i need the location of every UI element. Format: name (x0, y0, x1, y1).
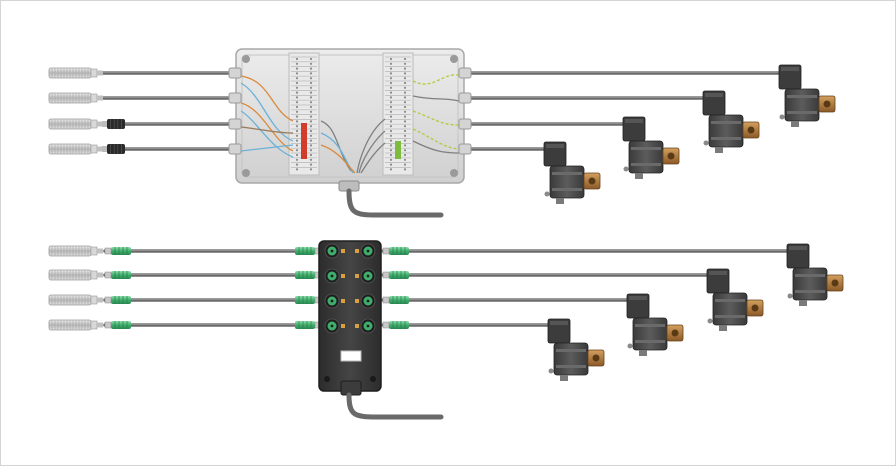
status-led (355, 274, 359, 278)
m12-port (324, 293, 345, 309)
valve-cable (461, 96, 707, 100)
status-led (341, 324, 345, 328)
junction-box (228, 48, 472, 192)
solenoid-valve (702, 90, 760, 153)
m12-connector (104, 247, 131, 255)
proximity-sensor (48, 67, 103, 79)
terminal-marker (301, 123, 307, 159)
cable-gland (458, 92, 472, 104)
label-plate (340, 350, 362, 362)
status-led (341, 249, 345, 253)
cable-gland (458, 67, 472, 79)
terminal-block-left (288, 52, 320, 176)
m12-connector (295, 247, 322, 255)
valve-cable (381, 273, 711, 277)
proximity-sensor (48, 269, 103, 281)
sensor-cable (103, 298, 321, 302)
solenoid-valve (706, 268, 764, 331)
cable-gland (228, 143, 242, 155)
m12-port (355, 318, 376, 334)
screw-icon (242, 55, 250, 63)
m12-port (324, 268, 345, 284)
sensor-cable (101, 122, 241, 126)
cable-gland (228, 67, 242, 79)
m12-port (355, 293, 376, 309)
status-led (355, 299, 359, 303)
proximity-sensor (48, 319, 103, 331)
sensor-cable (101, 147, 241, 151)
bottom-solenoid-valves (547, 243, 844, 381)
solenoid-valve (778, 64, 836, 127)
m12-port (355, 243, 376, 259)
main-cable-top (346, 188, 444, 218)
m12-connector (295, 271, 322, 279)
m12-connector (104, 271, 131, 279)
screw-icon (242, 169, 250, 177)
status-led (355, 249, 359, 253)
sensor-cable (101, 71, 241, 75)
status-led (341, 274, 345, 278)
valve-cable (461, 122, 627, 126)
m12-distribution-box (318, 240, 382, 396)
black-connector (102, 119, 125, 129)
valve-cable (461, 71, 783, 75)
proximity-sensor (48, 245, 103, 257)
m12-connector (295, 321, 322, 329)
m12-port (355, 268, 376, 284)
cable-gland (228, 118, 242, 130)
proximity-sensor (48, 92, 103, 104)
m12-connector (382, 296, 409, 304)
top-sensors (48, 67, 125, 155)
cable-gland (458, 143, 472, 155)
bottom-cables (103, 249, 791, 327)
cable-gland (458, 118, 472, 130)
m12-connector (295, 296, 322, 304)
m12-port (324, 243, 345, 259)
status-led (355, 324, 359, 328)
solenoid-valve (543, 141, 601, 204)
sensor-cable (103, 249, 321, 253)
black-connector (102, 144, 125, 154)
proximity-sensor (48, 143, 103, 155)
solenoid-valve (622, 116, 680, 179)
valve-cable (381, 249, 791, 253)
screw-icon (450, 169, 458, 177)
terminal-marker (395, 141, 401, 159)
cable-gland (228, 92, 242, 104)
sensor-cable (103, 273, 321, 277)
top-solenoid-valves (543, 64, 836, 204)
distributor-ports (324, 243, 376, 334)
top-cables (101, 71, 783, 151)
m12-connector (382, 247, 409, 255)
valve-cable (381, 298, 631, 302)
main-cable-bottom (346, 392, 444, 420)
status-led (341, 299, 345, 303)
m12-connector (104, 321, 131, 329)
solenoid-valve (547, 318, 605, 381)
internal-wires (240, 74, 460, 174)
terminal-block-right (382, 52, 414, 176)
valve-cable (461, 147, 548, 151)
proximity-sensor (48, 118, 103, 130)
m12-connector (382, 271, 409, 279)
solenoid-valve (786, 243, 844, 306)
cable-glands (228, 67, 472, 155)
proximity-sensor (48, 294, 103, 306)
sensor-cable (101, 96, 241, 100)
m12-connector (382, 321, 409, 329)
screw-icon (450, 55, 458, 63)
solenoid-valve (626, 293, 684, 356)
sensor-cable (103, 323, 321, 327)
valve-cable (381, 323, 552, 327)
m12-port (324, 318, 345, 334)
m12-connector (104, 296, 131, 304)
